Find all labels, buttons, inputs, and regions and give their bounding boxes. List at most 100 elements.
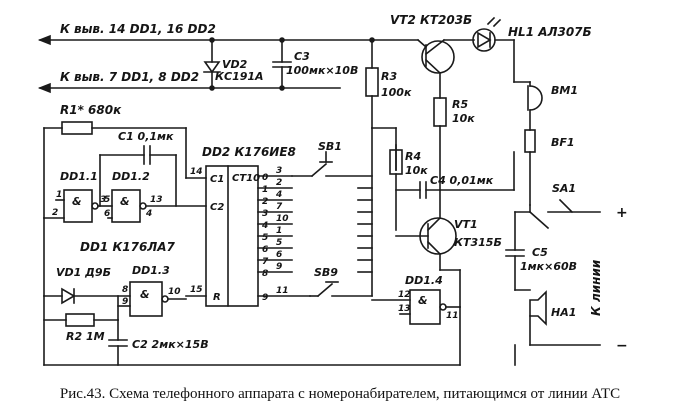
dd2-output-number: 3	[262, 209, 268, 219]
dd2-out-pin: 1	[276, 226, 282, 236]
c3-label: C3	[294, 50, 310, 63]
pin-5: 5	[104, 195, 110, 205]
dd1-4-label: DD1.4	[405, 274, 443, 287]
dd2-out-pin: 5	[276, 238, 282, 248]
r3-value-label: 100к	[381, 86, 412, 99]
c1-label: C1 0,1мк	[118, 130, 174, 143]
transistor-vt1	[395, 189, 457, 271]
dd1-3-label: DD1.3	[132, 264, 170, 277]
c2-label: C2 2мк×15В	[132, 338, 209, 351]
bottom-rail	[43, 306, 516, 366]
pin-11: 11	[446, 311, 459, 321]
dd2-out-pin: 11	[276, 286, 289, 296]
sb1-label: SB1	[318, 140, 342, 153]
supply-rail-top	[37, 34, 419, 46]
sb9-label: SB9	[314, 266, 338, 279]
nand-symbol: &	[120, 195, 130, 208]
vd2-label: VD2	[222, 58, 248, 71]
bm1-label: BM1	[551, 84, 578, 97]
dd1-type-label: DD1 К176ЛА7	[80, 240, 176, 254]
r5-label: R5	[452, 98, 468, 111]
r1-label: R1* 680к	[60, 103, 122, 117]
pin-10: 10	[168, 287, 181, 297]
dd2-r-pin-label: R	[213, 292, 221, 303]
transistor-vt2	[416, 38, 475, 99]
dd1-2-label: DD1.2	[112, 170, 150, 183]
dd2-output-number: 7	[262, 257, 269, 267]
keypad-switches	[291, 127, 373, 298]
dd2-c2-pin-label: C2	[210, 202, 224, 213]
r2-label: R2 1М	[66, 330, 105, 343]
resistor-r1	[43, 121, 187, 219]
pin-12: 12	[398, 290, 411, 300]
plus-terminal: +	[616, 205, 628, 221]
nand-symbol: &	[418, 294, 428, 307]
nand-symbol: &	[140, 288, 150, 301]
dd2-output-number: 6	[262, 245, 268, 255]
rail-second-label: К выв. 7 DD1, 8 DD2	[60, 70, 199, 84]
pin-3: 3	[100, 195, 106, 205]
c4-label: C4 0,01мк	[430, 174, 494, 187]
hl1-label: HL1 АЛ307Б	[508, 25, 592, 39]
led-hl1	[472, 16, 515, 83]
resistor-r2	[43, 295, 119, 366]
k-linii-label: К линии	[589, 259, 603, 316]
gate-dd1-4	[371, 269, 461, 325]
dd2-output-number: 0	[262, 173, 268, 183]
pin-1: 1	[56, 190, 62, 200]
dd1-1-label: DD1.1	[60, 170, 98, 183]
dd2-output-number: 8	[262, 269, 268, 279]
pin-15: 15	[190, 285, 203, 295]
capacitor-c2	[108, 319, 128, 366]
ha1-label: HA1	[551, 306, 576, 319]
counter-dd2	[185, 165, 311, 307]
resistor-r4	[389, 144, 403, 231]
pin-14: 14	[190, 167, 203, 177]
dd2-out-pin: 10	[276, 214, 289, 224]
dd2-out-pin: 9	[276, 262, 282, 272]
dd2-output-number: 9	[262, 293, 268, 303]
dd2-out-pin: 6	[276, 250, 282, 260]
minus-terminal: −	[616, 338, 628, 354]
dd2-out-pin: 4	[275, 190, 282, 200]
rail-top-label: К выв. 14 DD1, 16 DD2	[60, 22, 216, 36]
supply-rail-second	[37, 82, 341, 94]
dd2-output-number: 2	[262, 197, 268, 207]
bf1-label: BF1	[551, 136, 575, 149]
dd2-c1-pin-label: C1	[210, 174, 224, 185]
vd2-type-label: КС191А	[215, 70, 264, 83]
r4-value-label: 10к	[405, 164, 428, 177]
c5-label: C5	[532, 246, 548, 259]
nand-symbol: &	[72, 195, 82, 208]
dd2-output-number: 4	[261, 221, 268, 231]
r5-value-label: 10к	[452, 112, 475, 125]
pin-9: 9	[122, 297, 128, 307]
gate-dd1-3	[117, 281, 187, 317]
capacitor-c5	[505, 249, 525, 291]
hook-switch-sa1	[514, 198, 601, 251]
earpiece-bf1	[524, 129, 536, 206]
resistor-r5	[433, 97, 447, 191]
capacitor-c1	[99, 145, 177, 207]
pin-13-dd14: 13	[398, 304, 411, 314]
microphone-bm1	[513, 81, 543, 131]
dd2-out-pin: 3	[276, 166, 282, 176]
pin-6: 6	[104, 209, 110, 219]
gate-dd1-1	[43, 154, 113, 223]
pin-13: 13	[150, 195, 163, 205]
gate-dd1-2	[107, 189, 207, 223]
r3-label: R3	[381, 70, 397, 83]
figure-caption: Рис.43. Схема телефонного аппарата с ном…	[59, 386, 621, 402]
vd1-label: VD1 Д9Б	[56, 266, 111, 279]
vt2-label: VT2 КТ203Б	[390, 13, 472, 27]
capacitor-c3	[272, 37, 292, 91]
dd2-out-pin: 2	[276, 178, 282, 188]
pin-4: 4	[145, 209, 152, 219]
c3-value-label: 100мк×10В	[286, 64, 358, 77]
dd2-label: DD2 К176ИЕ8	[202, 145, 296, 159]
dd2-output-number: 1	[262, 185, 268, 195]
ringer-ha1	[514, 289, 601, 346]
r4-label: R4	[405, 150, 421, 163]
diode-vd1	[43, 217, 131, 305]
